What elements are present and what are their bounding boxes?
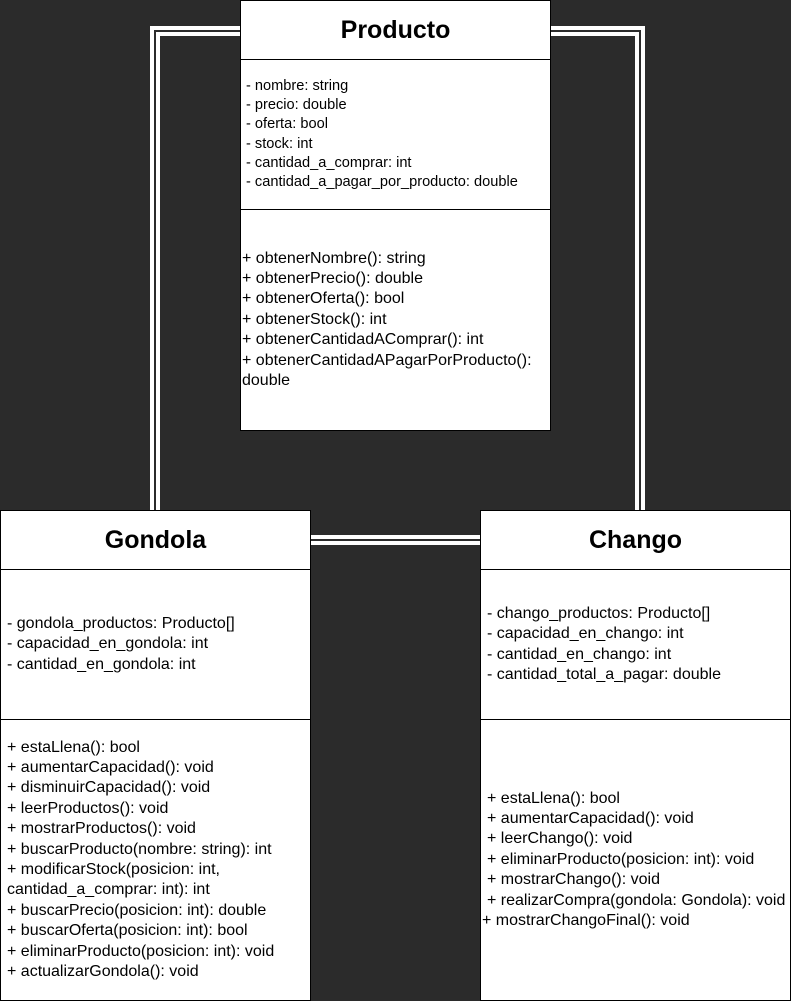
connector-producto-gondola-inner bbox=[154, 30, 240, 510]
method: + mostrarProductos(): void bbox=[7, 820, 196, 838]
method: + estaLlena(): bool bbox=[7, 738, 140, 756]
method: + eliminarProducto(posicion: int): void bbox=[7, 942, 275, 960]
method: + modificarStock(posicion: int, cantidad… bbox=[7, 861, 220, 899]
attribute: - oferta: bool bbox=[246, 116, 328, 133]
attribute: - cantidad_total_a_pagar: double bbox=[487, 665, 721, 683]
attributes-section: - gondola_productos: Producto[] - capaci… bbox=[1, 570, 310, 720]
method: + buscarPrecio(posicion: int): double bbox=[7, 901, 267, 919]
class-producto: Producto - nombre: string - precio: doub… bbox=[240, 0, 551, 431]
attribute: - chango_productos: Producto[] bbox=[487, 604, 711, 622]
attribute: - capacidad_en_chango: int bbox=[487, 625, 684, 643]
attribute: - nombre: string bbox=[246, 77, 349, 94]
attribute: - precio: double bbox=[246, 97, 347, 114]
methods-section: + estaLlena(): bool + aumentarCapacidad(… bbox=[481, 720, 790, 1000]
attribute: - cantidad_a_comprar: int bbox=[246, 154, 412, 171]
attribute: - cantidad_en_gondola: int bbox=[7, 655, 196, 673]
class-chango: Chango - chango_productos: Producto[] - … bbox=[480, 510, 791, 1001]
method: + mostrarChango(): void bbox=[487, 871, 660, 889]
connector-producto-gondola bbox=[150, 26, 240, 510]
method: + disminuirCapacidad(): void bbox=[7, 779, 211, 797]
method: + buscarOferta(posicion: int): bool bbox=[7, 922, 248, 940]
attribute: - capacidad_en_gondola: int bbox=[7, 635, 209, 653]
method: + obtenerStock(): int bbox=[242, 310, 387, 328]
attribute: - stock: int bbox=[246, 135, 313, 152]
attributes-section: - chango_productos: Producto[] - capacid… bbox=[481, 570, 790, 720]
class-title: Gondola bbox=[1, 511, 310, 570]
attributes-section: - nombre: string - precio: double - ofer… bbox=[241, 60, 550, 210]
class-gondola: Gondola - gondola_productos: Producto[] … bbox=[0, 510, 311, 1001]
method: + actualizarGondola(): void bbox=[7, 963, 199, 981]
class-title: Producto bbox=[241, 1, 550, 60]
method: + obtenerCantidadAPagarPorProducto(): do… bbox=[242, 351, 532, 390]
methods-section: + obtenerNombre(): string + obtenerPreci… bbox=[241, 210, 550, 430]
method: + mostrarChangoFinal(): void bbox=[482, 912, 690, 930]
attribute: - gondola_productos: Producto[] bbox=[7, 614, 235, 632]
method: + leerProductos(): void bbox=[7, 799, 169, 817]
method: + realizarCompra(gondola: Gondola): void bbox=[487, 891, 786, 909]
method: + obtenerNombre(): string bbox=[242, 249, 426, 267]
method: + obtenerOferta(): bool bbox=[242, 290, 405, 308]
attribute: - cantidad_a_pagar_por_producto: double bbox=[246, 173, 518, 190]
method: + eliminarProducto(posicion: int): void bbox=[487, 850, 755, 868]
method: + estaLlena(): bool bbox=[487, 789, 620, 807]
method: + leerChango(): void bbox=[487, 830, 633, 848]
method: + obtenerCantidadAComprar(): int bbox=[242, 331, 484, 349]
method: + obtenerPrecio(): double bbox=[242, 269, 423, 287]
class-title: Chango bbox=[481, 511, 790, 570]
connector-producto-chango-inner bbox=[551, 30, 641, 510]
methods-section: + estaLlena(): bool + aumentarCapacidad(… bbox=[1, 720, 310, 1000]
connector-producto-chango bbox=[551, 26, 645, 510]
method: + buscarProducto(nombre: string): int bbox=[7, 840, 272, 858]
method: + aumentarCapacidad(): void bbox=[7, 758, 214, 776]
attribute: - cantidad_en_chango: int bbox=[487, 645, 672, 663]
method: + aumentarCapacidad(): void bbox=[487, 809, 694, 827]
